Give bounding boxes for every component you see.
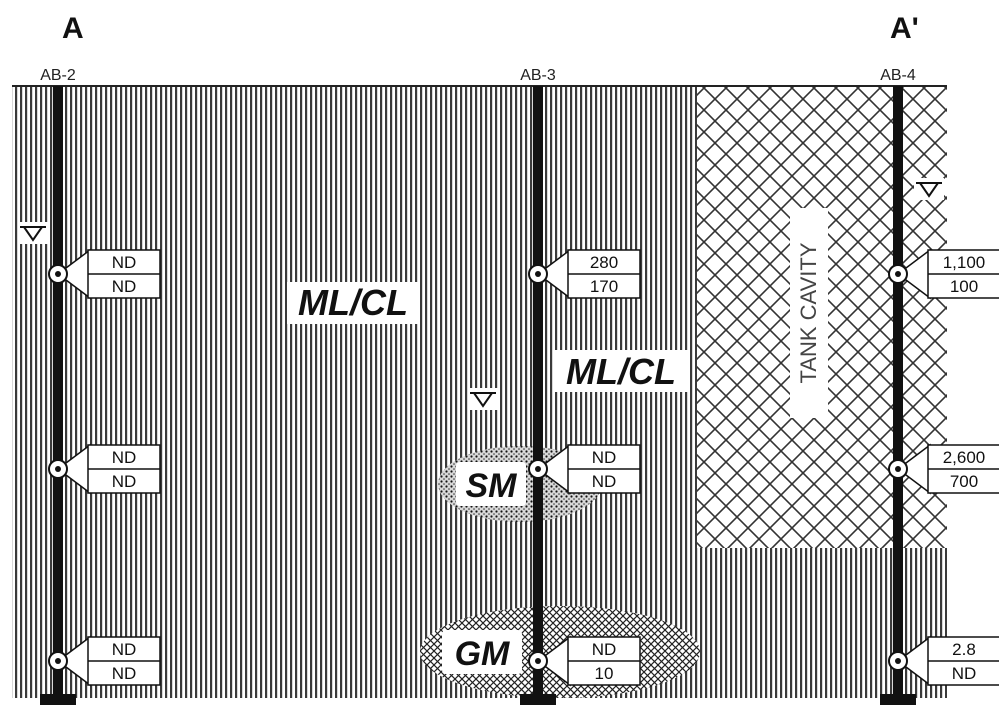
sample-value-bottom: 700 [950,472,978,491]
section-start-label: A [62,12,84,45]
sample-value-bottom: ND [592,472,617,491]
sample-marker: 1,100 100 [888,248,999,300]
borehole-ab-3-base [520,694,556,705]
sample-value-bottom: 10 [595,664,614,683]
sample-value-top: 280 [590,253,618,272]
sample-marker: ND ND [528,443,641,495]
sample-value-top: ND [112,253,137,272]
borehole-ab-4-base [880,694,916,705]
soil-label-ml-cl: ML/CL [566,351,676,392]
boring-id-ab-3: AB-3 [520,67,556,84]
sample-marker: 2,600 700 [888,443,999,495]
borehole-ab-3 [533,86,543,698]
sample-marker: ND ND [48,635,161,687]
sample-value-top: ND [592,640,617,659]
sample-value-bottom: ND [112,472,137,491]
soil-label-sm: SM [466,467,518,505]
sample-value-top: 2.8 [952,640,976,659]
sample-value-bottom: 170 [590,277,618,296]
water-level-icon [468,388,498,410]
sample-marker: ND ND [48,248,161,300]
sample-value-bottom: ND [952,664,977,683]
sample-value-top: 2,600 [943,448,986,467]
boring-id-ab-2: AB-2 [40,67,76,84]
sample-value-bottom: 100 [950,277,978,296]
section-end-label: A' [890,12,919,45]
sample-value-top: ND [112,640,137,659]
sample-value-bottom: ND [112,277,137,296]
sample-value-top: ND [112,448,137,467]
water-level-icon [914,178,944,200]
borehole-ab-2-base [40,694,76,705]
sample-marker: ND ND [48,443,161,495]
tank-cavity-label: TANK CAVITY [796,242,821,383]
boring-id-ab-4: AB-4 [880,67,916,84]
sample-marker: ND 10 [528,635,641,687]
water-level-icon [18,222,48,244]
soil-label-gm: GM [455,635,510,673]
soil-label-ml-cl: ML/CL [298,282,408,323]
sample-value-top: ND [592,448,617,467]
borehole-ab-4 [893,86,903,698]
sample-value-bottom: ND [112,664,137,683]
borehole-ab-2 [53,86,63,698]
sample-value-top: 1,100 [943,253,986,272]
sample-marker: 2.8ND [888,635,999,687]
